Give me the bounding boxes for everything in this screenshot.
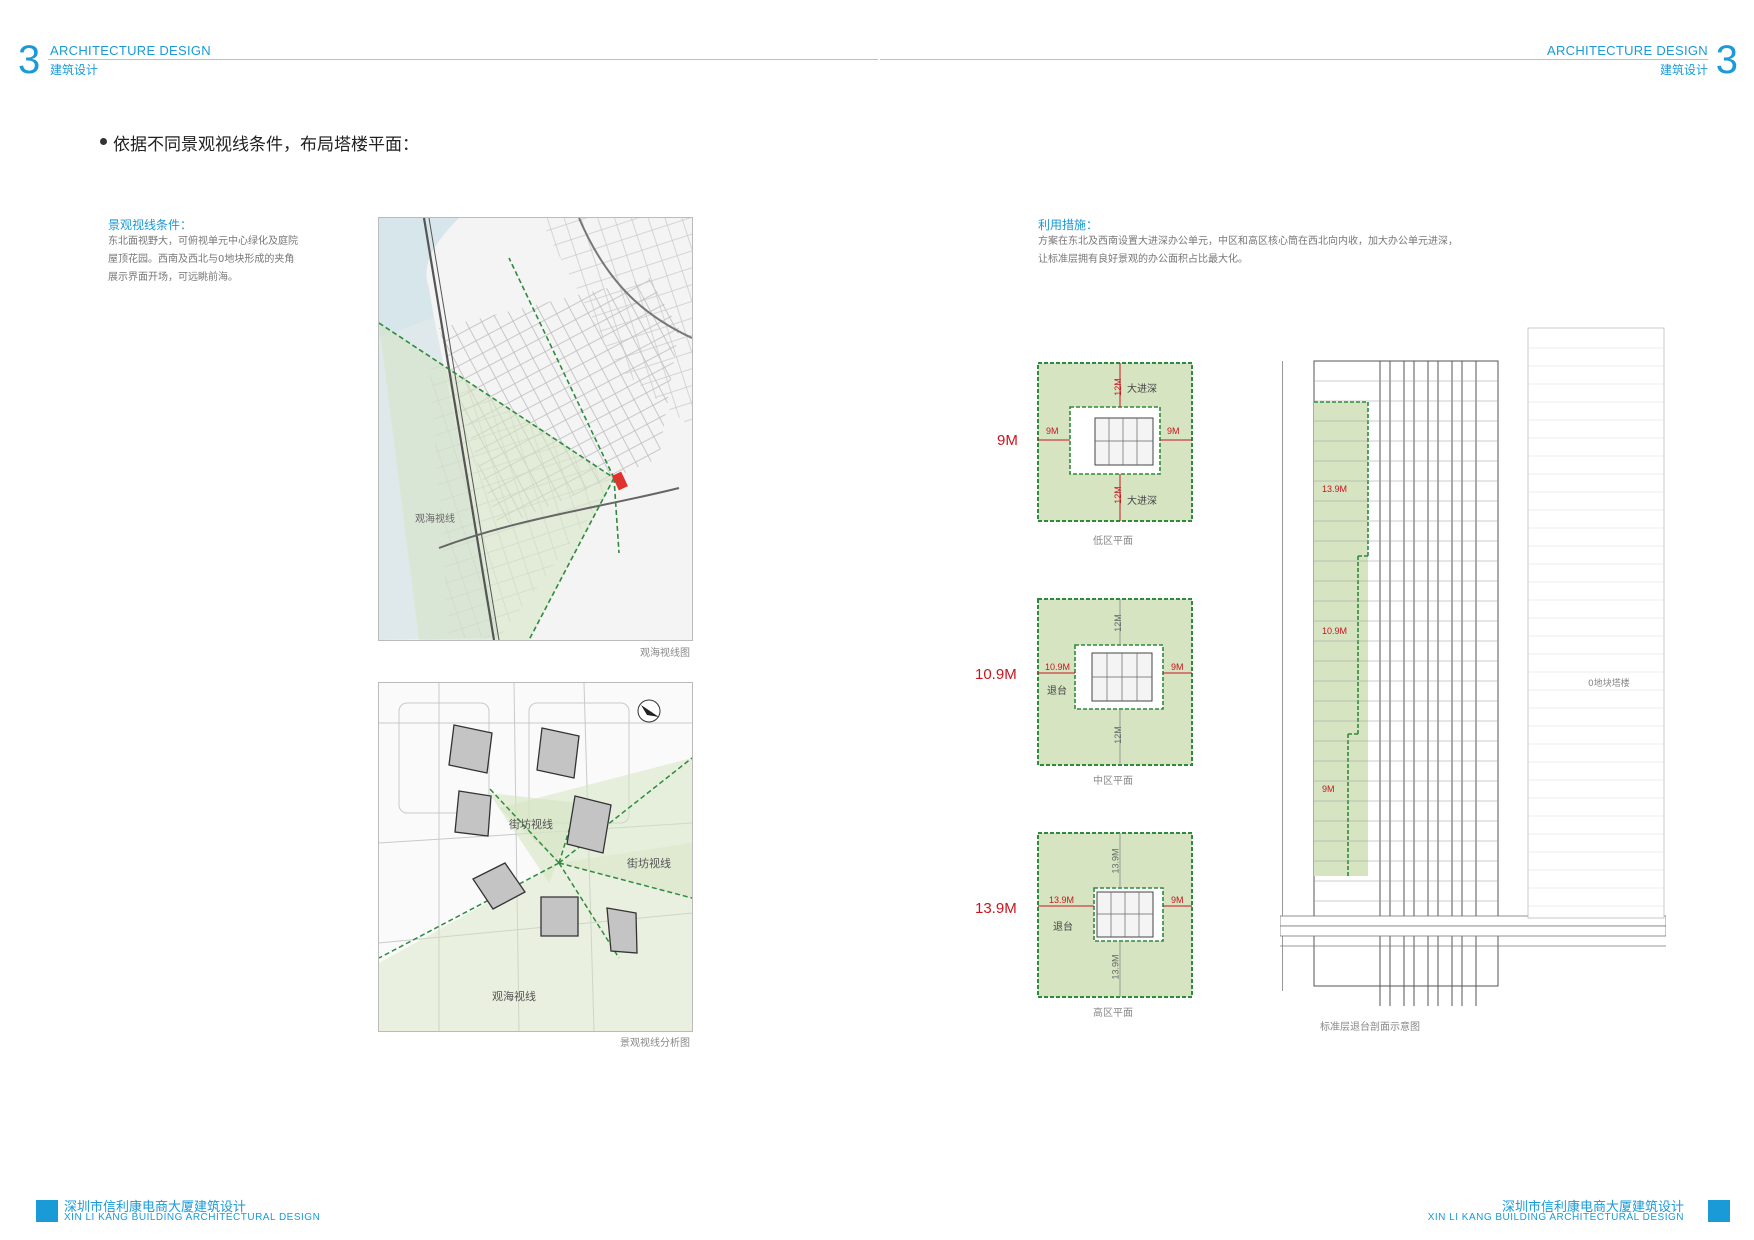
header-left-number: 3 <box>18 38 41 82</box>
landscape-analysis-map: 街坊视线 街坊视线 观海视线 <box>378 682 693 1032</box>
floor-plan-low-drawing <box>1037 362 1193 522</box>
footer-right-square <box>1708 1200 1730 1222</box>
plan-floor-label: 13.9M <box>975 900 1017 917</box>
plan-caption: 高区平面 <box>1093 1008 1133 1019</box>
street-view-label-1: 街坊视线 <box>509 818 553 831</box>
main-heading: 依据不同景观视线条件，布局塔楼平面： <box>113 135 419 155</box>
section-mark-9: 9M <box>1322 784 1335 794</box>
footer-right-en: XIN LI KANG BUILDING ARCHITECTURAL DESIG… <box>1427 1212 1684 1223</box>
floor-plan-high-drawing <box>1037 832 1193 998</box>
plan-dim-left: 9M <box>1046 426 1059 436</box>
landscape-line: 东北面视野大，可俯视单元中心绿化及庭院 <box>108 236 298 247</box>
plan-zone-label: 大进深 <box>1127 496 1157 507</box>
header-rule-left <box>48 59 878 60</box>
setback-section-drawing <box>1279 327 1667 1006</box>
setback-section: 13.9M 10.9M 9M 0地块塔楼 <box>1279 326 1667 1012</box>
floor-plan-mid: 10.9M 9M 12M 12M 退台 <box>1037 598 1193 766</box>
site-marker <box>612 471 628 491</box>
header-left-cn: 建筑设计 <box>50 63 99 77</box>
header-right-cn: 建筑设计 <box>1659 63 1708 77</box>
plan-dim-top: 13.9M <box>1110 848 1121 874</box>
street-view-label-2: 街坊视线 <box>627 857 671 870</box>
plan-dim-right: 9M <box>1171 662 1184 672</box>
plan-dim-bottom: 13.9M <box>1110 954 1121 980</box>
plan-dim-left: 13.9M <box>1049 895 1075 905</box>
landscape-line: 展示界面开场，可远眺前海。 <box>108 272 238 283</box>
sea-view-label-2: 观海视线 <box>492 990 536 1003</box>
landscape-analysis-drawing <box>379 683 692 1031</box>
section-mark-10-9: 10.9M <box>1322 626 1348 636</box>
heading-bullet <box>100 138 107 145</box>
plan-dim-bottom: 12M <box>1112 726 1123 744</box>
plan-dim-right: 9M <box>1171 895 1184 905</box>
floor-plan-high: 13.9M 9M 13.9M 13.9M 退台 <box>1037 832 1193 998</box>
sea-view-map: 观海视线 <box>378 217 693 641</box>
plan-zone-label: 退台 <box>1047 686 1067 697</box>
landscape-line: 屋顶花园。西南及西北与0地块形成的夹角 <box>108 254 295 265</box>
footer-left-square <box>36 1200 58 1222</box>
plan-dim-right: 9M <box>1167 426 1180 436</box>
sea-view-caption: 观海视线图 <box>640 648 690 659</box>
landscape-title: 景观视线条件： <box>108 218 193 232</box>
header-right-number: 3 <box>1715 38 1738 82</box>
neighbor-tower-label: 0地块塔楼 <box>1588 679 1630 689</box>
footer-left-en: XIN LI KANG BUILDING ARCHITECTURAL DESIG… <box>64 1212 321 1223</box>
floor-plan-mid-drawing <box>1037 598 1193 766</box>
sea-view-label: 观海视线 <box>415 514 455 525</box>
floor-plan-low: 9M 9M 12M 12M 大进深 大进深 <box>1037 362 1193 522</box>
section-caption: 标准层退台剖面示意图 <box>1320 1022 1420 1033</box>
plan-floor-label: 10.9M <box>975 666 1017 683</box>
plan-dim-top: 12M <box>1112 378 1123 396</box>
measures-line: 方案在东北及西南设置大进深办公单元，中区和高区核心筒在西北向内收，加大办公单元进… <box>1038 236 1458 247</box>
plan-caption: 中区平面 <box>1093 776 1133 787</box>
sea-view-map-drawing <box>379 218 692 640</box>
plan-floor-label: 9M <box>997 432 1018 449</box>
footer-left-cn: 深圳市信利康电商大厦建筑设计 <box>64 1200 247 1215</box>
plan-dim-top: 12M <box>1112 614 1123 632</box>
measures-text: 方案在东北及西南设置大进深办公单元，中区和高区核心筒在西北向内收，加大办公单元进… <box>1038 233 1638 269</box>
footer-right-cn: 深圳市信利康电商大厦建筑设计 <box>1501 1200 1684 1215</box>
plan-zone-label: 大进深 <box>1127 384 1157 395</box>
plan-zone-label: 退台 <box>1053 922 1073 933</box>
section-mark-13-9: 13.9M <box>1322 484 1348 494</box>
header-rule-right <box>880 59 1708 60</box>
plan-dim-bottom: 12M <box>1112 486 1123 504</box>
header-left-en: ARCHITECTURE DESIGN <box>50 43 211 58</box>
header-right-en: ARCHITECTURE DESIGN <box>1547 43 1708 58</box>
plan-dim-left: 10.9M <box>1045 662 1071 672</box>
measures-line: 让标准层拥有良好景观的办公面积占比最大化。 <box>1038 254 1248 265</box>
landscape-analysis-caption: 景观视线分析图 <box>620 1038 690 1049</box>
measures-title: 利用措施： <box>1038 218 1099 232</box>
plan-caption: 低区平面 <box>1093 536 1133 547</box>
landscape-text: 东北面视野大，可俯视单元中心绿化及庭院 屋顶花园。西南及西北与0地块形成的夹角 … <box>108 233 338 287</box>
north-arrow-icon <box>637 699 661 723</box>
